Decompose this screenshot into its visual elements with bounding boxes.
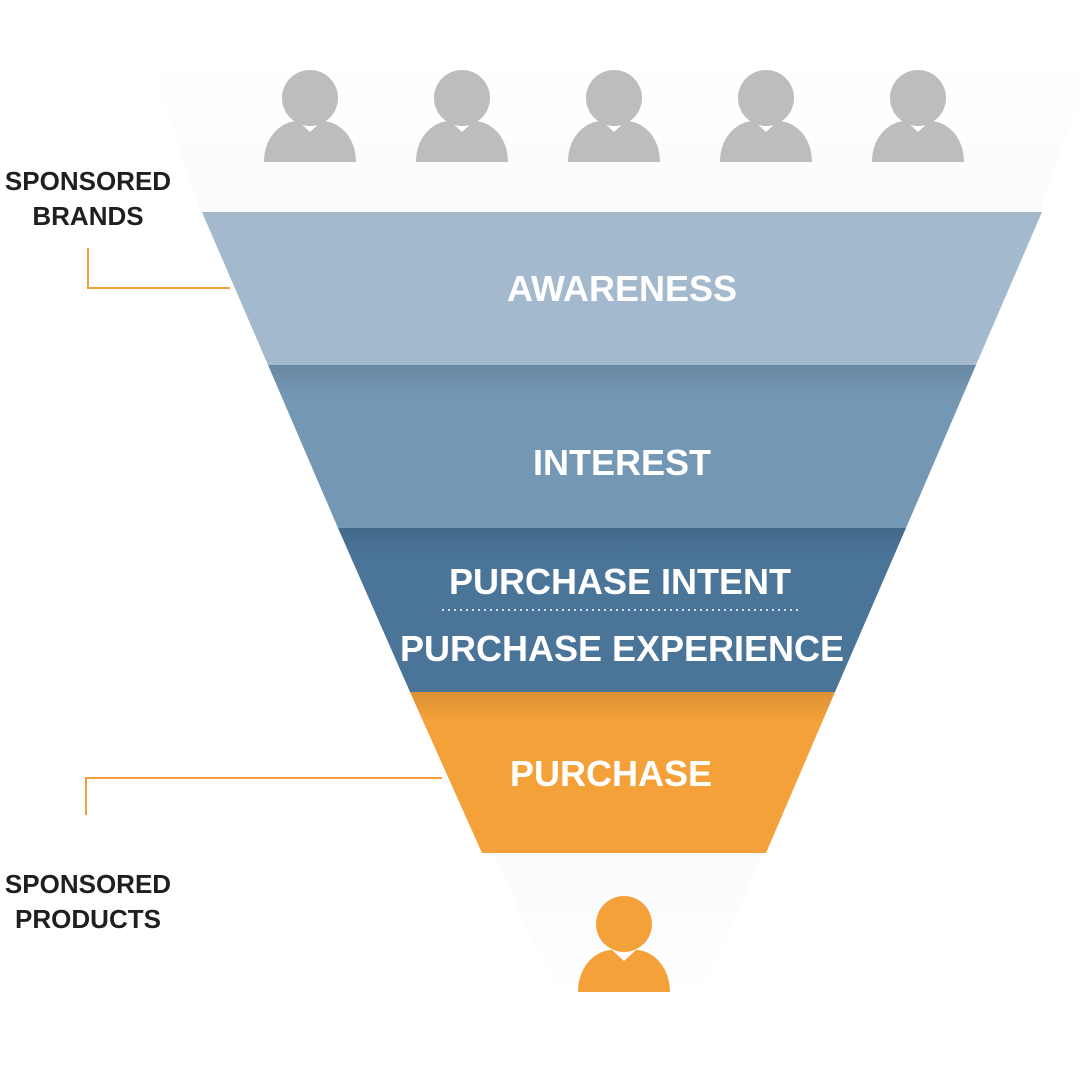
band-interest-shade: [268, 365, 976, 528]
sponsored-brands-label-line2: BRANDS: [32, 201, 143, 231]
sponsored-products-label-line2: PRODUCTS: [15, 904, 161, 934]
person-icon: [568, 70, 660, 162]
stage-label-purchase: PURCHASE: [510, 753, 712, 794]
stage-label-purchase-intent: PURCHASE INTENT: [449, 561, 791, 602]
band-purchase-shade: [410, 692, 835, 853]
top-people-row: [264, 70, 964, 162]
sponsored-products-label-line1: SPONSORED: [5, 869, 171, 899]
person-icon: [872, 70, 964, 162]
stage-label-purchase-experience: PURCHASE EXPERIENCE: [400, 628, 844, 669]
stage-label-interest: INTEREST: [533, 442, 711, 483]
person-icon: [578, 896, 670, 992]
person-icon: [264, 70, 356, 162]
stage-label-awareness: AWARENESS: [507, 268, 737, 309]
person-icon: [416, 70, 508, 162]
sponsored-products-connector: [85, 777, 442, 815]
sponsored-brands-connector: [87, 248, 230, 289]
sponsored-brands-label-line1: SPONSORED: [5, 166, 171, 196]
band-awareness: [202, 212, 1042, 365]
person-icon: [720, 70, 812, 162]
